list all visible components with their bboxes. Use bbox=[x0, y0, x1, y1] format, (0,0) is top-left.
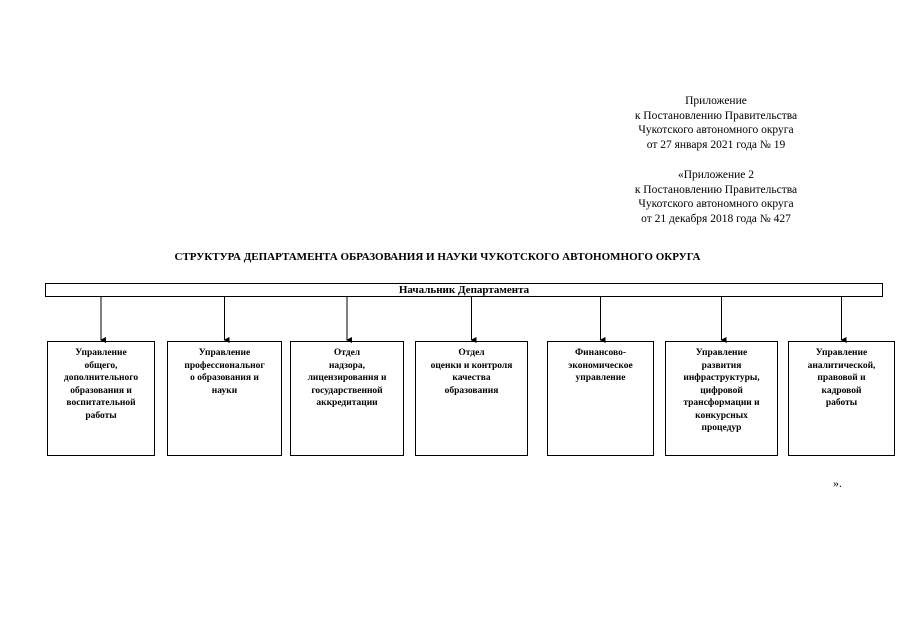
appendix-1-line: Чукотского автономного округа bbox=[638, 124, 794, 136]
unit-label: Управление развития инфраструктуры, цифр… bbox=[683, 348, 760, 433]
appendix-2-line: от 21 декабря 2018 года № 427 bbox=[641, 212, 791, 225]
unit-box-finance: Финансово- экономическое управление bbox=[547, 341, 654, 456]
appendix-1-line: Приложение bbox=[685, 95, 747, 107]
unit-box-analytics-legal: Управление аналитической, правовой и кад… bbox=[788, 341, 895, 456]
unit-label: Управление общего, дополнительного образ… bbox=[63, 348, 139, 421]
unit-box-licensing: Отдел надзора, лицензирования и государс… bbox=[290, 341, 404, 456]
document-title: СТРУКТУРА ДЕПАРТАМЕНТА ОБРАЗОВАНИЯ И НАУ… bbox=[174, 251, 701, 263]
appendix-2-line: «Приложение 2 bbox=[677, 169, 755, 181]
unit-box-professional-education: Управление профессиональног о образовани… bbox=[167, 341, 282, 456]
appendix-2-line: к Постановлению Правительства bbox=[634, 183, 798, 196]
unit-label: Отдел надзора, лицензирования и государс… bbox=[307, 348, 387, 408]
closing-quote: ». bbox=[833, 476, 842, 490]
unit-label: Управление аналитической, правовой и кад… bbox=[807, 348, 876, 408]
unit-label: Финансово- экономическое управление bbox=[568, 348, 633, 383]
head-of-department-box: Начальник Департамента bbox=[45, 283, 883, 297]
appendix-1-line: к Постановлению Правительства bbox=[634, 109, 798, 122]
appendix-1-header: Приложение к Постановлению Правительства… bbox=[586, 94, 846, 152]
unit-label: Управление профессиональног о образовани… bbox=[184, 348, 265, 396]
appendix-2-header: «Приложение 2 к Постановлению Правительс… bbox=[586, 168, 846, 226]
appendix-2-line: Чукотского автономного округа bbox=[638, 198, 794, 210]
appendix-1-line: от 27 января 2021 года № 19 bbox=[646, 138, 786, 151]
unit-box-general-education: Управление общего, дополнительного образ… bbox=[47, 341, 155, 456]
unit-label: Отдел оценки и контроля качества образов… bbox=[430, 348, 513, 396]
unit-box-quality-control: Отдел оценки и контроля качества образов… bbox=[415, 341, 528, 456]
unit-box-infrastructure: Управление развития инфраструктуры, цифр… bbox=[665, 341, 778, 456]
